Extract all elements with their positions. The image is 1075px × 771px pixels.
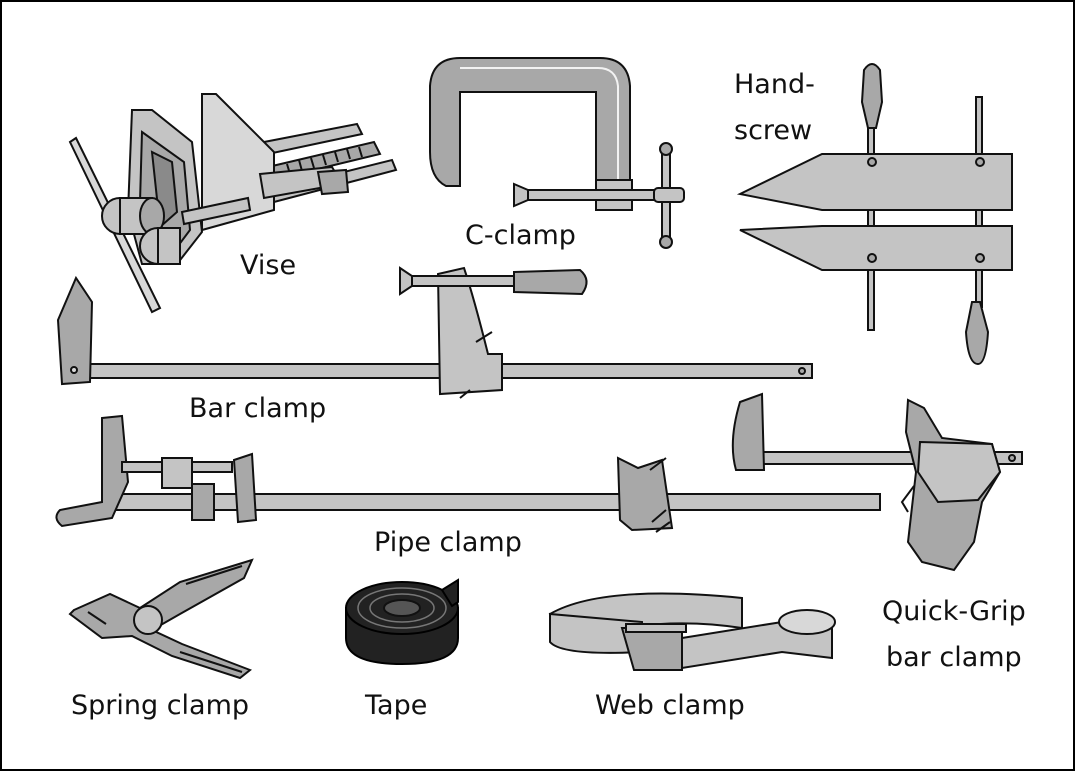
tape-illustration <box>345 578 459 666</box>
hand-screw-lower-jaw <box>739 225 1013 271</box>
quick-grip-label-line1: Quick-Grip <box>882 596 1026 627</box>
pipe-clamp-crank <box>55 414 130 528</box>
bar-clamp-label: Bar clamp <box>189 393 327 424</box>
quick-grip-fixed-jaw <box>731 392 766 471</box>
web-clamp-buckle <box>620 627 683 671</box>
bar-clamp-handle <box>513 268 588 296</box>
c-clamp-label: C-clamp <box>465 220 576 251</box>
pipe-clamp-label: Pipe clamp <box>374 527 522 558</box>
pipe-clamp-tail-jaw <box>616 456 674 532</box>
hand-screw-illustration <box>736 63 1013 366</box>
pipe-clamp-illustration <box>55 414 881 533</box>
hand-screw-handle <box>860 63 884 129</box>
vise-illustration <box>68 93 398 314</box>
quick-grip-illustration <box>731 392 1023 572</box>
c-clamp-illustration <box>429 57 685 249</box>
bar-clamp-sliding-head <box>436 266 503 396</box>
c-clamp-screw <box>527 189 661 201</box>
hand-screw-upper-jaw <box>736 153 1013 211</box>
quick-grip-label-line2: bar clamp <box>886 642 1022 673</box>
pipe-clamp-pipe <box>109 493 881 511</box>
hand-screw-label-line2: screw <box>734 115 813 146</box>
spring-clamp-illustration <box>68 558 254 680</box>
vise-label: Vise <box>240 250 297 281</box>
web-clamp-illustration <box>548 592 836 671</box>
hand-screw-handle <box>964 301 990 366</box>
bar-clamp-screw <box>411 275 517 287</box>
c-clamp-frame <box>429 57 631 199</box>
bar-clamp-fixed-jaw <box>56 275 94 386</box>
hand-screw-label-line1: Hand- <box>734 69 815 100</box>
pipe-clamp-head-jaw <box>232 452 258 524</box>
tape-label: Tape <box>365 690 428 721</box>
bar-clamp-illustration <box>56 266 813 399</box>
spring-clamp-label: Spring clamp <box>71 690 250 721</box>
web-clamp-label: Web clamp <box>595 690 745 721</box>
